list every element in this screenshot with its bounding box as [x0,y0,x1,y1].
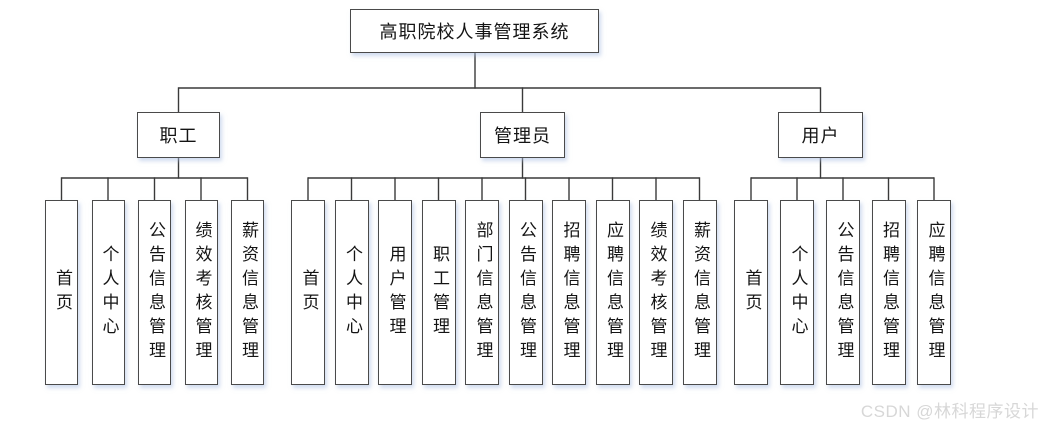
leaf-user-announcement-info-mgmt: 公告信息管理 [826,200,860,385]
leaf-admin-staff-mgmt: 职工管理 [421,200,456,385]
leaf-label: 公告信息管理 [516,220,536,365]
branch-node-label: 职工 [159,126,198,147]
leaf-staff-salary-info-mgmt: 薪资信息管理 [231,200,264,385]
staff-branch-connectors [60,157,249,201]
leaf-admin-recruitment-info-mgmt: 招聘信息管理 [552,200,586,385]
admin-branch-connectors [307,157,701,201]
leaf-label: 公告信息管理 [833,220,854,365]
leaf-label: 公告信息管理 [145,220,165,365]
leaf-staff-performance-review-mgmt: 绩效考核管理 [184,200,218,385]
user-branch-connectors [750,157,935,201]
branch-node-user: 用户 [778,112,863,158]
leaf-label: 招聘信息管理 [879,220,899,365]
leaf-admin-application-info-mgmt: 应聘信息管理 [595,200,630,385]
leaf-user-recruitment-info-mgmt: 招聘信息管理 [871,200,906,385]
leaf-label: 应聘信息管理 [924,220,945,365]
leaf-label: 首页 [741,268,762,317]
branch-node-staff: 职工 [137,112,220,158]
leaf-user-home: 首页 [734,200,768,385]
root-connectors [177,53,822,113]
leaf-label: 薪资信息管理 [690,220,710,365]
leaf-label: 个人中心 [98,244,119,341]
leaf-label: 应聘信息管理 [603,220,623,365]
branch-node-label: 用户 [801,126,840,147]
leaf-admin-salary-info-mgmt: 薪资信息管理 [682,200,717,385]
leaf-admin-announcement-info-mgmt: 公告信息管理 [508,200,543,385]
leaf-staff-announcement-info-mgmt: 公告信息管理 [138,200,171,385]
root-node-label: 高职院校人事管理系统 [379,22,570,43]
leaf-user-application-info-mgmt: 应聘信息管理 [917,200,951,385]
leaf-user-personal-center: 个人中心 [780,200,814,385]
leaf-label: 用户管理 [385,244,406,341]
leaf-label: 绩效考核管理 [646,220,667,365]
leaf-label: 首页 [52,268,72,317]
leaf-label: 薪资信息管理 [238,220,258,365]
leaf-label: 个人中心 [787,244,808,341]
leaf-admin-performance-review-mgmt: 绩效考核管理 [639,200,673,385]
csdn-watermark: CSDN @林科程序设计 [860,402,1039,421]
root-node: 高职院校人事管理系统 [350,9,599,53]
branch-node-label: 管理员 [494,126,551,147]
leaf-admin-personal-center: 个人中心 [334,200,369,385]
leaf-admin-user-mgmt: 用户管理 [378,200,412,385]
leaf-label: 职工管理 [429,244,449,341]
leaf-label: 个人中心 [342,244,362,341]
branch-node-admin: 管理员 [480,112,565,158]
leaf-label: 招聘信息管理 [559,220,580,365]
leaf-label: 绩效考核管理 [191,220,212,365]
leaf-label: 部门信息管理 [472,220,493,365]
leaf-admin-home: 首页 [291,200,325,385]
leaf-staff-personal-center: 个人中心 [91,200,125,385]
leaf-staff-home: 首页 [45,200,78,385]
leaf-label: 首页 [298,268,319,317]
leaf-admin-department-info-mgmt: 部门信息管理 [465,200,499,385]
